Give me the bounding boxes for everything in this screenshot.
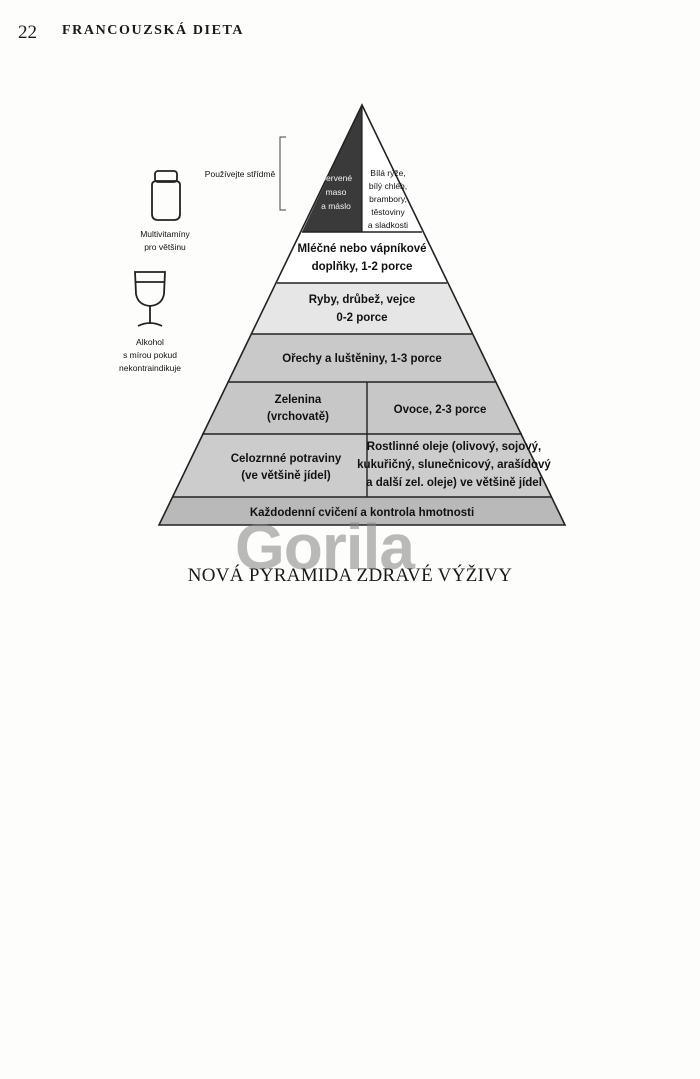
apex-right-line-3: brambory, xyxy=(369,194,407,204)
dairy-line-2: doplňky, 1-2 porce xyxy=(312,261,413,273)
multivitamin-line-1: Multivitamíny xyxy=(140,229,190,239)
grains-line-1: Celozrnné potraviny xyxy=(231,453,342,465)
watermark: Gorila xyxy=(235,511,415,583)
tier-dairy xyxy=(277,232,447,283)
apex-right-line-1: Bílá rýže, xyxy=(370,168,405,178)
tier-base xyxy=(159,497,565,525)
alcohol-line-2: s mírou pokud xyxy=(123,350,177,360)
figure-caption: NOVÁ PYRAMIDA ZDRAVÉ VÝŽIVY xyxy=(187,565,513,586)
grains-line-2: (ve většině jídel) xyxy=(241,470,331,482)
vegetables-line-2: (vrchovatě) xyxy=(267,411,329,423)
tier-nuts xyxy=(228,334,496,382)
tier-protein xyxy=(252,283,472,334)
fruit-line-1: Ovoce, 2-3 porce xyxy=(394,404,487,416)
apex-left-line-2: maso xyxy=(326,187,347,197)
multivitamin-bottle-icon xyxy=(151,170,181,221)
food-pyramid: Používejte střídmě Červené maso a máslo … xyxy=(119,103,567,526)
nuts-line-1: Ořechy a luštěniny, 1-3 porce xyxy=(282,353,442,365)
alcohol-line-3: nekontraindikuje xyxy=(119,363,181,373)
apex-right-line-2: bílý chléb, xyxy=(369,181,407,191)
running-title: FRANCOUZSKÁ DIETA xyxy=(62,23,245,38)
vegetables-line-1: Zelenina xyxy=(275,394,322,406)
alcohol-line-1: Alkohol xyxy=(136,337,164,347)
page-number: 22 xyxy=(18,22,37,43)
multivitamin-line-2: pro většinu xyxy=(144,242,186,252)
tier-grains-oils xyxy=(172,434,552,497)
apex-note: Používejte střídmě xyxy=(205,169,276,179)
pyramid-outline xyxy=(157,103,567,526)
oils-line-3: a další zel. oleje) ve většině jídel xyxy=(366,477,542,489)
tier-veg-fruit xyxy=(202,382,522,434)
oils-line-2: kukuřičný, slunečnicový, arašídový xyxy=(357,459,551,471)
protein-line-1: Ryby, drůbež, vejce xyxy=(309,294,416,306)
apex-right-line-4: těstoviny xyxy=(371,207,405,217)
protein-line-2: 0-2 porce xyxy=(336,312,387,324)
base-label: Každodenní cvičení a kontrola hmotnosti xyxy=(250,507,474,519)
apex-left-line-3: a máslo xyxy=(321,201,351,211)
dairy-line-1: Mléčné nebo vápníkové xyxy=(297,243,426,255)
apex-left-line-1: Červené xyxy=(320,173,352,183)
oils-line-1: Rostlinné oleje (olivový, sojový, xyxy=(367,441,541,453)
apex-right-line-5: a sladkosti xyxy=(368,220,408,230)
apex-bracket xyxy=(279,136,286,211)
wine-glass-icon xyxy=(134,271,166,327)
